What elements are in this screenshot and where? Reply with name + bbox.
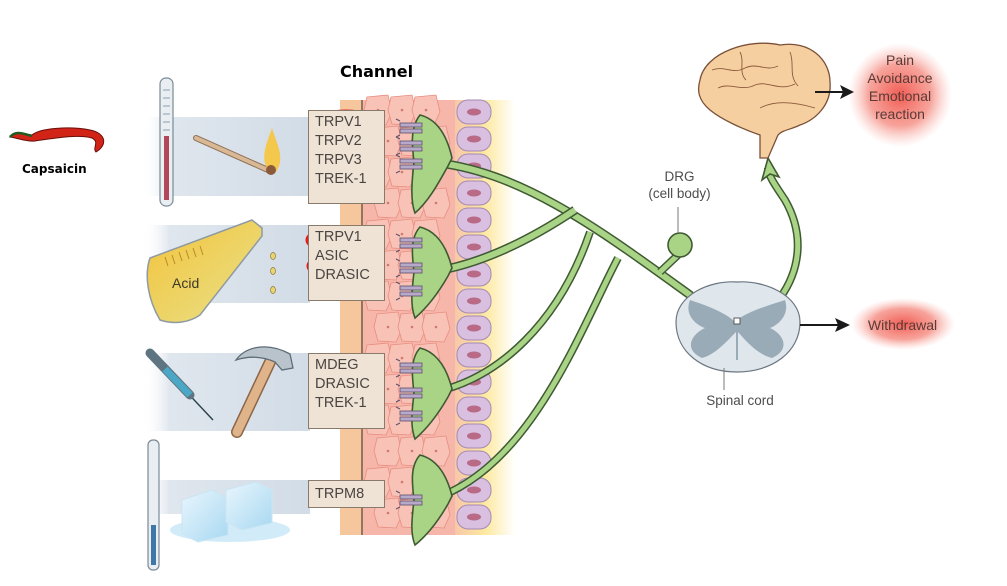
- ion-channel-icon: [395, 118, 423, 138]
- output-arrows: [800, 85, 854, 332]
- brain-output-line: Avoidance: [867, 70, 933, 86]
- syringe-icon: [145, 348, 214, 421]
- ion-channel-icon: [395, 490, 423, 510]
- channel-title: Channel: [340, 62, 414, 81]
- drg-label: DRG (cell body): [632, 168, 727, 202]
- channel-name: TRPV3: [315, 152, 362, 168]
- channel-box-mechanical: MDEG DRASIC TREK-1: [308, 353, 385, 429]
- ion-channel-icon: [395, 358, 423, 378]
- channel-name: TREK-1: [315, 395, 367, 411]
- ascending-arrowhead: [760, 155, 781, 183]
- drg-label-line: DRG: [664, 169, 695, 184]
- withdrawal-glow: [851, 298, 955, 350]
- channel-name: MDEG: [315, 357, 359, 373]
- channel-name: TRPV1: [315, 114, 362, 130]
- channel-name: ASIC: [315, 248, 349, 264]
- ion-channel-icon: [395, 383, 423, 403]
- chili-pepper-icon: [9, 127, 105, 153]
- ice-cubes-icon: [170, 481, 290, 543]
- drg-label-line: (cell body): [648, 186, 711, 201]
- brain-icon: [697, 42, 831, 159]
- brain-outputs: Pain Avoidance Emotional reaction: [850, 51, 950, 123]
- spinal-cord-label: Spinal cord: [706, 393, 774, 408]
- brain-output-line: reaction: [875, 106, 925, 122]
- arrow-head-icon: [835, 318, 850, 332]
- thermometer-icon: [159, 77, 174, 207]
- arrow-head-icon: [840, 85, 854, 99]
- brain-output-line: Pain: [885, 52, 915, 68]
- brain-output-glow: [848, 43, 952, 147]
- ion-channel-icon: [395, 258, 423, 278]
- lit-match-icon: [193, 128, 281, 175]
- flask-icon: [146, 219, 276, 324]
- ion-channel-icon: [395, 136, 423, 156]
- cold-thermometer-icon: [147, 439, 160, 571]
- ion-channel-icon: [395, 154, 423, 174]
- channel-name: TREK-1: [315, 171, 367, 187]
- withdrawal-label: Withdrawal: [867, 317, 938, 333]
- nerve-ending-cold: [411, 454, 453, 547]
- channel-box-heat: TRPV1 TRPV2 TRPV3 TREK-1: [308, 110, 385, 204]
- channel-name: TRPV2: [315, 133, 362, 149]
- acid-label: Acid: [172, 275, 200, 291]
- drg-cell-body: [667, 232, 693, 258]
- brain-output-line: Emotional: [868, 88, 932, 104]
- channel-box-cold: TRPM8: [308, 480, 385, 508]
- channel-name: TRPM8: [315, 486, 365, 502]
- hammer-icon: [231, 346, 294, 438]
- capsaicin-label: Capsaicin: [22, 162, 87, 176]
- channel-name: DRASIC: [315, 267, 370, 283]
- channel-name: TRPV1: [315, 229, 362, 245]
- ion-channel-icon: [395, 233, 423, 253]
- ion-channel-icon: [395, 406, 423, 426]
- receptor-channels: [395, 118, 423, 510]
- sensory-neurons: [411, 114, 802, 547]
- channel-name: DRASIC: [315, 376, 370, 392]
- spinal-cord-icon: [675, 281, 801, 390]
- channel-box-acid: TRPV1 ASIC DRASIC: [308, 225, 385, 301]
- ion-channel-icon: [395, 281, 423, 301]
